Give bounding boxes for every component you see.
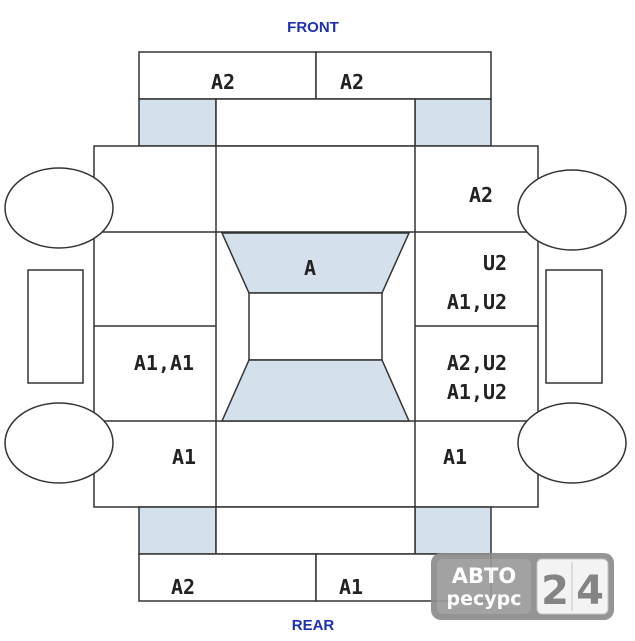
watermark-logo: АВТО ресурс 2 4 bbox=[431, 553, 614, 620]
front-label: FRONT bbox=[287, 19, 339, 36]
watermark-line2: ресурс bbox=[447, 588, 522, 610]
zone-label-right-lower-1: A2,U2 bbox=[447, 351, 507, 375]
zone-label-front-right: A2 bbox=[340, 70, 364, 94]
zone-label-left-rear: A1 bbox=[172, 445, 196, 469]
trunk-rear-zone bbox=[215, 506, 416, 555]
zone-label-right-mid-2: A1,U2 bbox=[447, 290, 507, 314]
front-left-bumper bbox=[138, 51, 317, 100]
watermark-digit-1: 2 bbox=[541, 568, 569, 614]
zone-label-center: A bbox=[304, 256, 316, 280]
left-side-panel bbox=[27, 269, 84, 384]
zone-label-front-left: A2 bbox=[211, 70, 235, 94]
front-right-wheel bbox=[517, 169, 627, 251]
front-left-fender-zone bbox=[138, 98, 217, 147]
watermark-digit-2: 4 bbox=[576, 568, 604, 614]
rear-label: REAR bbox=[292, 617, 335, 634]
rear-left-bumper bbox=[138, 553, 317, 602]
front-right-bumper bbox=[315, 51, 492, 100]
zone-label-left-mid: A1,A1 bbox=[134, 351, 194, 375]
zone-label-rear-right: A1 bbox=[339, 575, 363, 599]
watermark-line1: АВТО bbox=[452, 564, 516, 588]
front-left-wheel bbox=[4, 167, 114, 249]
right-side-panel bbox=[545, 269, 603, 384]
zone-label-right-lower-2: A1,U2 bbox=[447, 380, 507, 404]
roof-zone bbox=[248, 292, 383, 361]
zone-label-rear-left: A2 bbox=[171, 575, 195, 599]
rear-left-wheel bbox=[4, 402, 114, 484]
hood-front-zone bbox=[215, 98, 416, 147]
rear-window-zone bbox=[220, 359, 411, 422]
rear-right-wheel bbox=[517, 402, 627, 484]
zone-label-right-upper: A2 bbox=[469, 183, 493, 207]
front-right-fender-zone bbox=[414, 98, 492, 147]
rear-left-fender-zone bbox=[138, 506, 217, 555]
zone-label-right-rear: A1 bbox=[443, 445, 467, 469]
zone-label-right-mid-1: U2 bbox=[483, 251, 507, 275]
rear-right-fender-zone bbox=[414, 506, 492, 555]
